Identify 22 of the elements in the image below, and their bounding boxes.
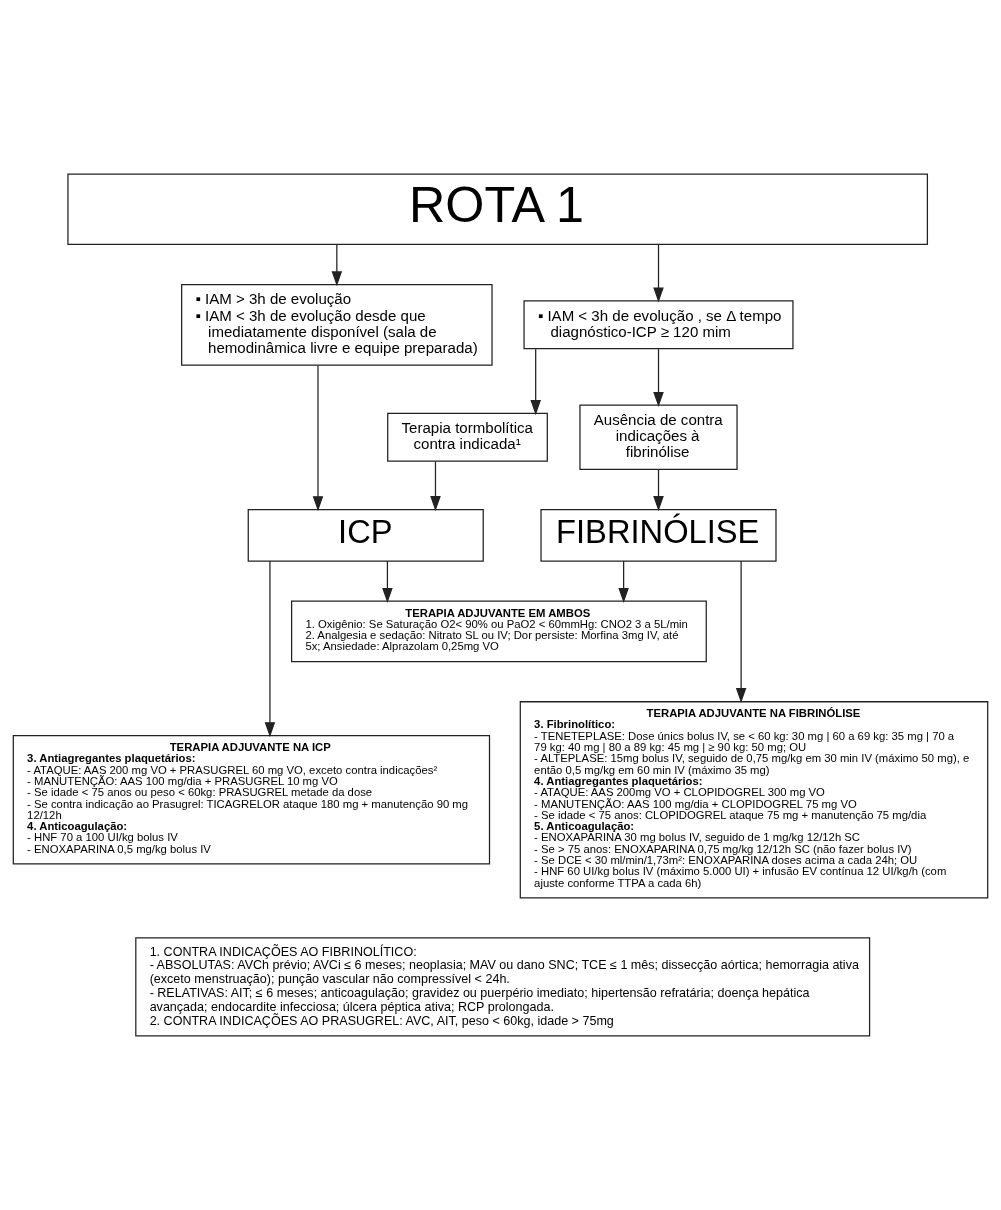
arrow bbox=[618, 560, 629, 604]
arrow bbox=[382, 560, 393, 604]
node-box: TERAPIA ADJUVANTE NA FIBRINÓLISE 3. Fibrinolítico: - TENETEPLASE: Dose únics bolus IV, se < 60 kg: 30 mg | 60 a 69 kg: 35 mg | 70 a 79 kg: 40 mg | 80 a 89 kg: 45 mg | ≥ 90 kg: 50 mg; OU - ALTEPLASE: 15mg bolus IV, seguido de 0,75 mg/kg em 30 min IV (máximo 50 mg), e então 0,5 mg/kg em 60 min IV (máximo 35 mg) 4. Antiagregantes plaquetários: - ATAQUE: AAS 200mg VO + CLOPIDOGREL 300 mg VO - MANUTENÇÃO: AAS 100 mg/dia + CLOPIDOGREL 75 mg VO - Se idade < 75 anos: CLOPIDOGREL ataque 75 mg + manutenção 75 mg/dia 5. Anticoagulação: - ENOXAPARINA 30 mg bolus IV, seguido de 1 mg/kg 12/12h SC - Se > 75 anos: ENOXAPARINA 0,75 mg/kg 12/12h SC (não fazer bolus IV) - Se DCE < 30 ml/min/1,73m²: ENOXAPARINA doses acima a cada 24h; OU - HNF 60 UI/kg bolus IV (máximo 5.000 UI) + infusão EV contínua 12 UI/kg/h (com ajuste conforme TTPA a cada 6h) bbox=[519, 701, 989, 899]
node-box: ROTA 1 bbox=[67, 173, 928, 245]
node-box: ▪ IAM < 3h de evolução , se Δ tempo diagnóstico-ICP ≥ 120 mim bbox=[523, 300, 794, 350]
arrow bbox=[653, 348, 664, 408]
arrow bbox=[264, 560, 276, 738]
node-box: 1. CONTRA INDICAÇÕES AO FIBRINOLÍTICO: - ABSOLUTAS: AVCh prévio; AVCi ≤ 6 meses; neoplasia; MAV ou dano SNC; TCE ≤ 1 mês; dissecção aórtica; hemorragia ativa (exceto menstruação); punção vascular não compressível < 24h. - RELATIVAS: AIT; ≤ 6 meses; anticoagulação; gravidez ou puerpério imediato; hipertensão refratária; doença hepática avançada; endocardite infecciosa; úlcera péptica ativa; RCP prolongada. 2. CONTRA INDICAÇÕES AO PRASUGREL: AVC, AIT, peso < 60kg, idade > 75mg bbox=[135, 937, 871, 1037]
arrow bbox=[735, 560, 747, 704]
arrow bbox=[430, 460, 441, 512]
node-box: TERAPIA ADJUVANTE NA ICP 3. Antiagregantes plaquetários: - ATAQUE: AAS 200 mg VO + PRASUGREL 60 mg VO, exceto contra indicações² - MANUTENÇÃO: AAS 100 mg/dia + PRASUGREL 10 mg VO - Se idade < 75 anos ou peso < 60kg: PRASUGREL metade da dose - Se contra indicação ao Prasugrel: TICAGRELOR ataque 180 mg + manutenção 90 mg 12/12h 4. Anticoagulação: - HNF 70 a 100 UI/kg bolus IV - ENOXAPARINA 0,5 mg/kg bolus IV bbox=[12, 735, 491, 865]
arrow bbox=[653, 243, 664, 303]
node-box: Ausência de contra indicações à fibrinólise bbox=[579, 404, 738, 470]
arrow bbox=[331, 243, 343, 287]
node-box: TERAPIA ADJUVANTE EM AMBOS 1. Oxigênio: Se Saturação O2< 90% ou PaO2 < 60mmHg: CNO2 3 a 5L/min 2. Analgesia e sedação: Nitrato SL ou IV; Dor persiste: Morfina 3mg IV, até 5x; Ansiedade: Alprazolam 0,25mg VO bbox=[291, 600, 707, 663]
node-box: ICP bbox=[247, 508, 484, 562]
arrow bbox=[312, 364, 324, 512]
node-box: ▪ IAM > 3h de evolução ▪ IAM < 3h de evolução desde que imediatamente disponível (sala de hemodinâmica livre e equipe preparada) bbox=[181, 283, 493, 366]
arrow bbox=[530, 348, 541, 416]
node-box: FIBRINÓLISE bbox=[540, 508, 777, 562]
arrow bbox=[653, 468, 664, 512]
node-box: Terapia tormbolítica contra indicada¹ bbox=[387, 412, 548, 462]
